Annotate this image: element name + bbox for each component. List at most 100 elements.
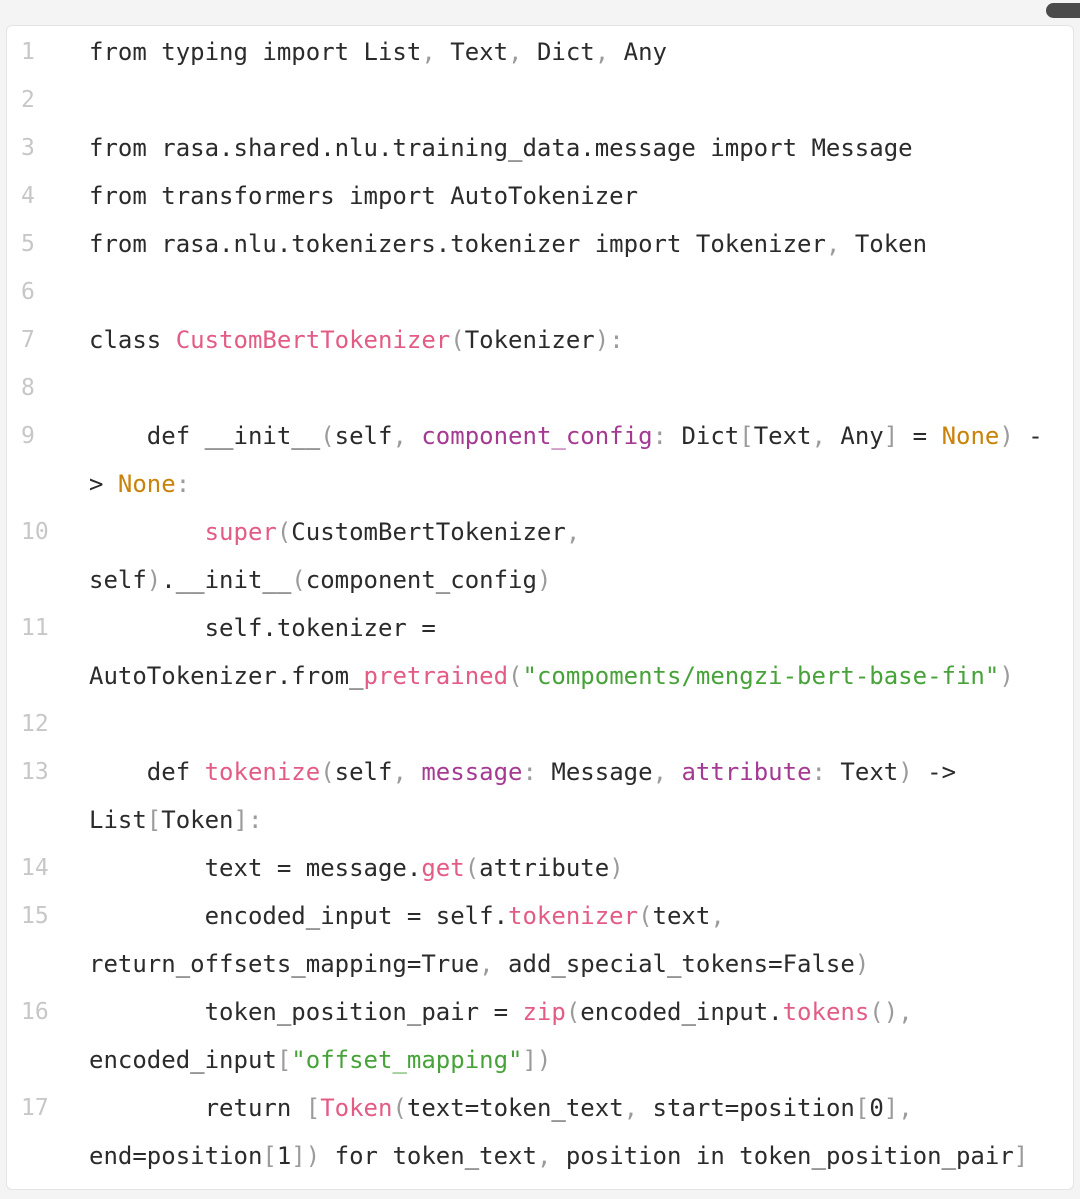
code-token: message xyxy=(421,758,523,786)
code-token: Dict xyxy=(522,38,595,66)
code-token: ], xyxy=(883,1094,913,1122)
code-token: - > xyxy=(89,422,1043,498)
code-token: , xyxy=(536,1142,552,1170)
code-rows: 1 from typing import List, Text, Dict, An… xyxy=(7,28,1073,1180)
code-token: Tokenizer xyxy=(464,326,595,354)
code-token: Text xyxy=(753,422,812,450)
code-text: class CustomBertTokenizer(Tokenizer): xyxy=(83,316,1073,364)
code-token: end=position xyxy=(89,1142,263,1170)
code-token: : xyxy=(652,422,682,450)
code-token: ): xyxy=(594,326,624,354)
code-token: , xyxy=(565,518,581,546)
code-line: 7 class CustomBertTokenizer(Tokenizer): xyxy=(7,316,1073,364)
code-token: ( xyxy=(291,566,306,594)
code-token: ( xyxy=(320,758,335,786)
code-line: 17 return [Token(text=token_text, start=… xyxy=(7,1084,1073,1180)
code-token: , xyxy=(811,422,841,450)
code-token: , xyxy=(710,902,725,930)
code-line: 8 xyxy=(7,364,1073,412)
code-token: 0 xyxy=(869,1094,884,1122)
code-line: 11 self.tokenizer = AutoTokenizer.from_p… xyxy=(7,604,1073,700)
line-number: 1 xyxy=(21,39,35,65)
code-text: encoded_input = self.tokenizer(text, ret… xyxy=(83,892,1073,988)
code-token: tokenize xyxy=(204,758,321,786)
code-token: : xyxy=(175,470,191,498)
code-text: return [Token(text=token_text, start=pos… xyxy=(83,1084,1073,1180)
code-token: self xyxy=(334,758,393,786)
line-number: 9 xyxy=(21,423,35,449)
code-line: 10 super(CustomBertTokenizer, self).__in… xyxy=(7,508,1073,604)
code-token: , xyxy=(392,422,422,450)
line-number: 8 xyxy=(21,375,35,401)
code-token: Any xyxy=(840,422,884,450)
code-token: text = message. xyxy=(89,854,422,882)
code-token: ( xyxy=(320,422,335,450)
code-text: from rasa.shared.nlu.training_data.messa… xyxy=(83,124,1073,172)
code-token: Text xyxy=(435,38,509,66)
code-token: Dict xyxy=(681,422,740,450)
code-token: "compoments/mengzi-bert-base-fin" xyxy=(522,662,1000,690)
code-block: 1 from typing import List, Text, Dict, An… xyxy=(6,25,1074,1190)
code-token: ) xyxy=(536,566,552,594)
code-text: token_position_pair = zip(encoded_input.… xyxy=(83,988,1073,1084)
line-number: 13 xyxy=(21,759,49,785)
code-token: , xyxy=(594,38,610,66)
code-token: Token xyxy=(320,1094,393,1122)
code-token: def xyxy=(89,758,205,786)
code-token: get xyxy=(421,854,465,882)
code-text: def __init__(self, component_config: Dic… xyxy=(83,412,1073,508)
code-token: ]: xyxy=(233,806,263,834)
code-token: , xyxy=(421,38,436,66)
code-token: Token xyxy=(840,230,928,258)
code-token: return_offsets_mapping=True xyxy=(89,950,480,978)
scrollbar-thumb[interactable] xyxy=(1046,3,1080,18)
line-number: 15 xyxy=(21,903,49,929)
code-text: self.tokenizer = AutoTokenizer.from_pret… xyxy=(83,604,1073,700)
code-token: from transformers import AutoTokenizer xyxy=(89,182,639,210)
code-token: Message xyxy=(551,758,653,786)
code-token: ]) xyxy=(522,1046,552,1074)
code-text xyxy=(83,76,1073,124)
line-number: 7 xyxy=(21,327,35,353)
code-token: token_position_pair = xyxy=(89,998,523,1026)
code-token: encoded_input. xyxy=(580,998,783,1026)
code-token: -> List xyxy=(89,758,957,834)
line-number: 2 xyxy=(21,87,35,113)
code-token: [ xyxy=(146,806,162,834)
code-text: def tokenize(self, message: Message, att… xyxy=(83,748,1073,844)
code-text xyxy=(83,364,1073,412)
code-token: [ xyxy=(739,422,754,450)
code-token: component_config xyxy=(421,422,653,450)
line-number: 12 xyxy=(21,711,49,737)
line-number: 5 xyxy=(21,231,35,257)
code-token: text=token_text xyxy=(406,1094,624,1122)
code-token: "offset_mapping" xyxy=(291,1046,523,1074)
code-line: 1 from typing import List, Text, Dict, An… xyxy=(7,28,1073,76)
code-line: 9 def __init__(self, component_config: D… xyxy=(7,412,1073,508)
code-token: 1 xyxy=(276,1142,292,1170)
code-token: ) xyxy=(854,950,870,978)
code-token: CustomBertTokenizer xyxy=(175,326,451,354)
code-token: Any xyxy=(609,38,667,66)
code-token: ( xyxy=(508,662,523,690)
code-token: [ xyxy=(305,1094,321,1122)
code-text: from transformers import AutoTokenizer xyxy=(83,172,1073,220)
code-token: , xyxy=(652,758,682,786)
code-token: ) xyxy=(999,662,1014,690)
code-line: 6 xyxy=(7,268,1073,316)
code-token: ) xyxy=(999,422,1014,450)
code-token: encoded_input = self. xyxy=(89,902,509,930)
code-token: add_special_tokens=False xyxy=(493,950,855,978)
code-token: text xyxy=(652,902,711,930)
code-token: tokens xyxy=(782,998,870,1026)
code-token: return xyxy=(89,1094,306,1122)
code-text: from typing import List, Text, Dict, Any xyxy=(83,28,1073,76)
code-token: ]) xyxy=(291,1142,321,1170)
line-number: 14 xyxy=(21,855,49,881)
line-number: 6 xyxy=(21,279,35,305)
code-token: Text xyxy=(840,758,899,786)
code-text xyxy=(83,268,1073,316)
code-token: ( xyxy=(638,902,653,930)
